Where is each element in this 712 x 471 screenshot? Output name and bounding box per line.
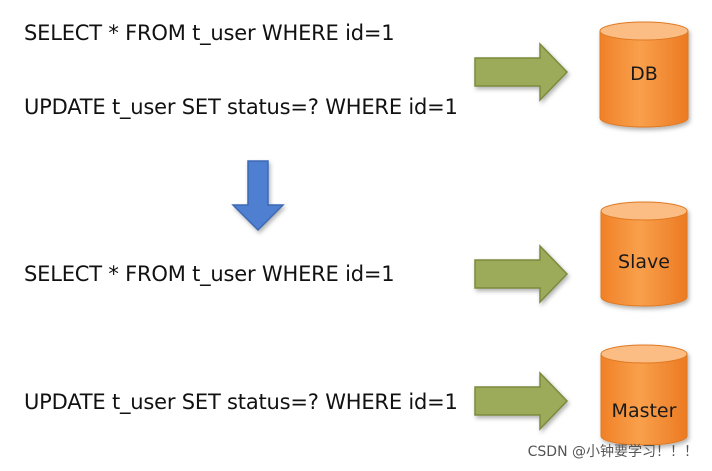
slave-label: Slave (618, 251, 670, 273)
db-label: DB (630, 63, 658, 85)
transform-down-arrow (231, 160, 285, 232)
db-cylinder (599, 21, 689, 128)
master-cylinder (600, 344, 688, 446)
sql-update-master: UPDATE t_user SET status=? WHERE id=1 (24, 390, 458, 414)
master-label: Master (611, 400, 677, 422)
arrow-to-db (474, 42, 569, 102)
sql-select-before: SELECT * FROM t_user WHERE id=1 (24, 21, 395, 45)
arrow-to-master (474, 371, 569, 431)
slave-cylinder (600, 201, 688, 307)
sql-select-slave: SELECT * FROM t_user WHERE id=1 (24, 262, 395, 286)
watermark: CSDN @小钟要学习！！！ (527, 444, 698, 460)
sql-update-before: UPDATE t_user SET status=? WHERE id=1 (24, 95, 458, 119)
arrow-to-slave (474, 244, 569, 304)
